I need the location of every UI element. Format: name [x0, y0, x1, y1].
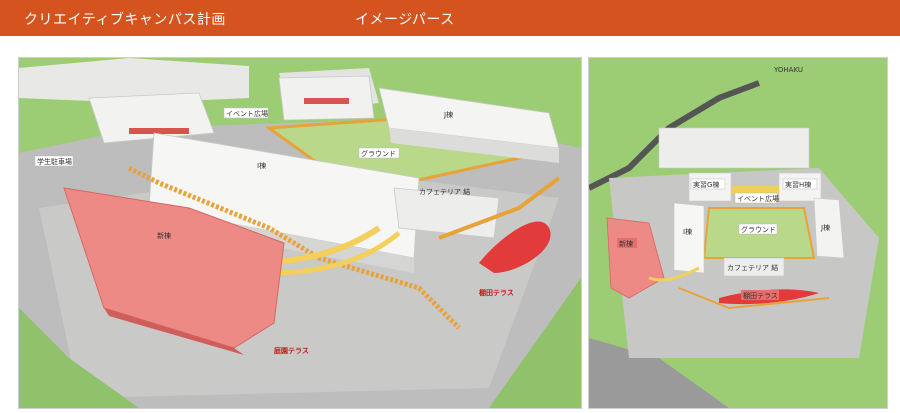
bridge-curve [268, 225, 381, 266]
label-j-building: J棟 [820, 223, 830, 232]
label-event-plaza: イベント広場 [737, 194, 779, 203]
campus-aerial-right: YOHAKU 実習G棟 実習H棟 イベント広場 新棟 I棟 グラウンド J棟 カ… [588, 57, 888, 409]
label-tanada-terrace: 棚田テラス [743, 291, 778, 300]
label-cafeteria: カフェテリア 結 [727, 263, 778, 272]
page-title: クリエイティブキャンパス計画 [24, 12, 226, 28]
label-lab-g: 実習G棟 [693, 180, 719, 189]
label-event-plaza: イベント広場 [226, 109, 268, 118]
label-lab-h: 実習H棟 [785, 180, 811, 189]
far-buildings [19, 58, 249, 103]
i-building-shape [673, 202, 705, 274]
j-building-shape [813, 197, 845, 259]
tanada-terrace-shape [479, 221, 551, 273]
campus-illustration-right: YOHAKU 実習G棟 実習H棟 イベント広場 新棟 I棟 グラウンド J棟 カ… [589, 58, 887, 408]
campus-illustration-left: イベント広場 J棟 学生駐車場 I棟 グラウンド カフェテリア 結 新棟 棚田テ… [19, 58, 581, 408]
campus-perspective-left: イベント広場 J棟 学生駐車場 I棟 グラウンド カフェテリア 結 新棟 棚田テ… [18, 57, 582, 409]
label-ground: グラウンド [741, 225, 776, 234]
label-cafeteria: カフェテリア 結 [419, 187, 470, 196]
label-tanada-terrace: 棚田テラス [479, 288, 514, 297]
header-bar: クリエイティブキャンパス計画 イメージパース [0, 0, 900, 36]
label-i-building: I棟 [257, 161, 266, 170]
cafeteria-shape [723, 257, 785, 277]
label-yohaku: YOHAKU [773, 66, 803, 74]
page-subtitle: イメージパース [355, 12, 455, 28]
label-ground: グラウンド [361, 149, 396, 158]
label-i-building: I棟 [683, 227, 692, 236]
label-j-building: J棟 [443, 110, 453, 119]
label-student-parking: 学生駐車場 [37, 157, 72, 166]
walkway [127, 165, 461, 330]
label-new-building: 新棟 [619, 239, 633, 248]
label-new-building: 新棟 [157, 231, 171, 240]
label-garden-terrace: 庭園テラス [274, 346, 309, 355]
